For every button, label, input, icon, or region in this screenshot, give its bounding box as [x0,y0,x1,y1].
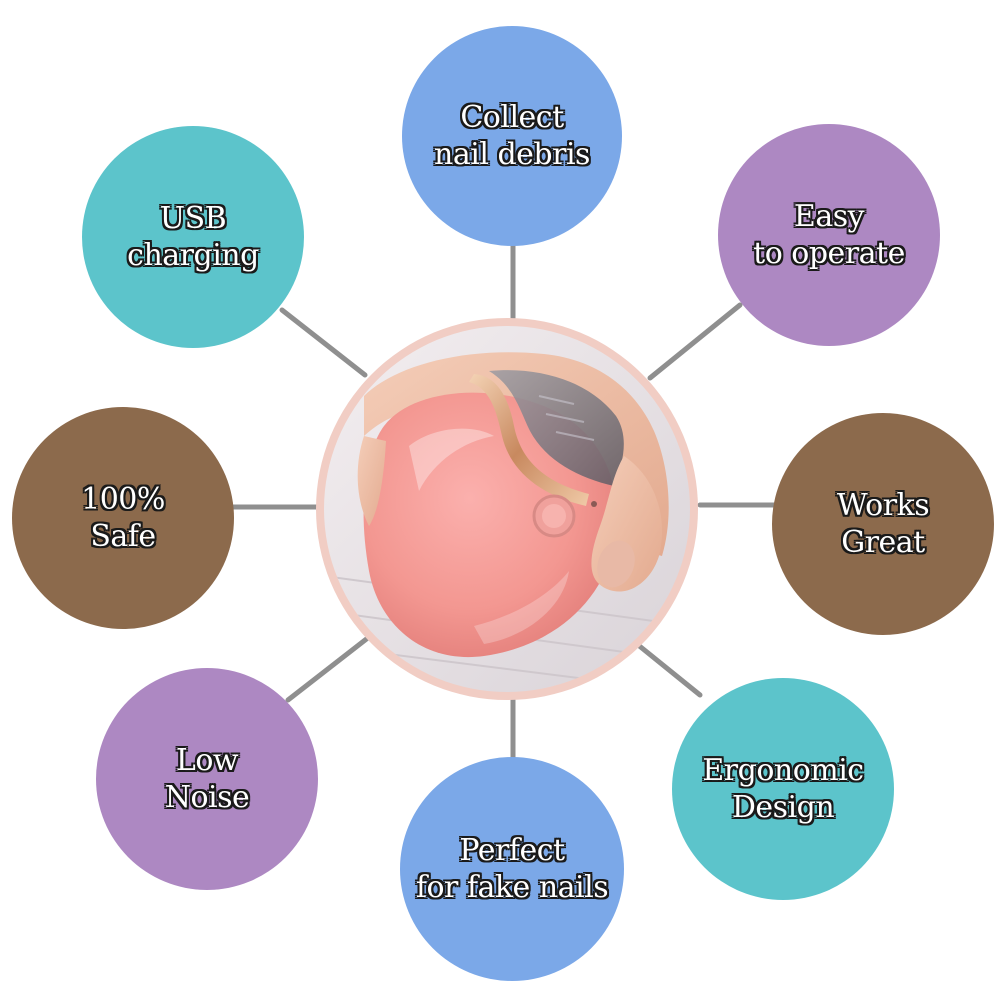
feature-label-line-1: Perfect [459,832,565,868]
feature-label-line-2: charging [127,238,259,273]
feature-label-line-1: Works [836,487,930,523]
feature-label: Easy to operate [753,198,905,273]
feature-label: USB charging [127,200,259,275]
connector-low-noise [285,627,381,703]
feature-label: Perfect for fake nails [415,832,609,907]
feature-label-line-1: 100% [81,481,165,517]
feature-bubble-low-noise: Low Noise [96,668,318,890]
feature-bubble-easy-to-operate: Easy to operate [718,124,940,346]
gold-trim [469,374,589,506]
feature-label-line-2: to operate [753,236,905,271]
feature-bubble-works-great: Works Great [772,413,994,635]
feature-label-line-1: USB [159,200,227,236]
feature-label: Works Great [836,487,930,562]
feature-label-line-1: Low [175,742,239,778]
power-button-inner [542,504,566,528]
feature-bubble-ergonomic-design: Ergonomic Design [672,678,894,900]
feature-label-line-2: for fake nails [415,870,609,905]
feature-label-line-2: Design [731,790,835,825]
feature-label-line-2: Safe [90,519,156,554]
connector-usb-charging [279,307,368,378]
feature-label: 100% Safe [81,481,165,556]
feature-label: Ergonomic Design [702,752,864,827]
window-ridges [538,395,595,441]
feature-label-line-1: Collect [460,99,564,135]
feature-bubble-collect-nail-debris: Collect nail debris [402,26,622,246]
finger-icon [357,436,386,526]
nail-trimmer-illustration [324,326,690,692]
product-photo [324,326,690,692]
connector-ergonomic-design [629,637,703,698]
feature-bubble-usb-charging: USB charging [82,126,304,348]
feature-label-line-2: Noise [164,780,250,815]
debris-window [489,370,624,486]
feature-label: Collect nail debris [434,99,590,174]
feature-label-line-2: Great [841,525,925,560]
trimmer-reflection [474,571,569,644]
feature-label: Low Noise [165,742,250,817]
product-photo-frame [316,318,698,700]
indicator-light [591,501,597,507]
feature-label-line-1: Ergonomic [702,752,864,788]
feature-bubble-100-percent-safe: 100% Safe [12,407,234,629]
feature-label-line-2: nail debris [434,137,590,172]
thumbnail [597,540,635,588]
feature-bubble-perfect-for-fake-nails: Perfect for fake nails [400,757,624,981]
connector-easy-to-operate [647,302,743,381]
trimmer-highlight [409,428,494,491]
feature-label-line-1: Easy [793,198,865,234]
